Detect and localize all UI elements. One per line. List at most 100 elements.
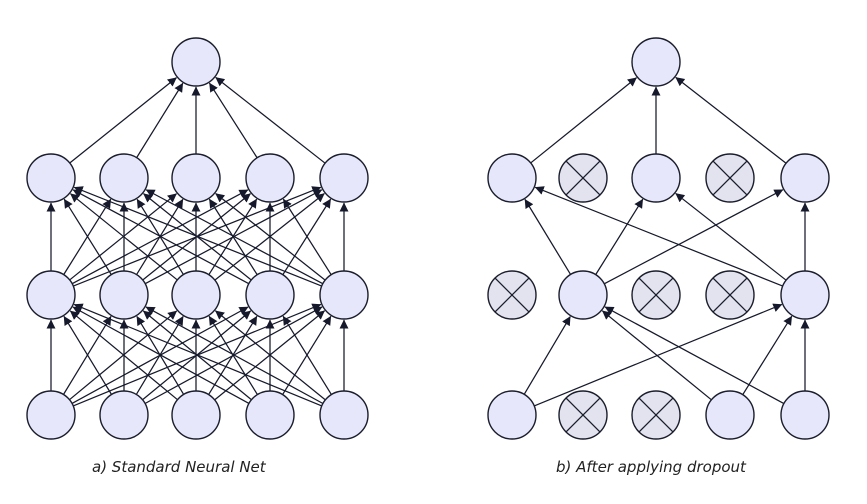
node-a-l2-n1	[99, 153, 149, 203]
cross-mark-icon	[565, 397, 601, 433]
node-b-l1-n1	[558, 270, 608, 320]
edge-b-l0n4-l1n1	[604, 306, 785, 405]
edge-a-l2n4-l3n0	[215, 76, 326, 164]
caption-standard-net: a) Standard Neural Net	[92, 458, 266, 476]
edge-a-l1n4-l2n0	[73, 186, 322, 287]
neuron-circle	[487, 153, 537, 203]
dropped-node-b-l1-n0	[487, 270, 537, 320]
node-a-l0-n3	[245, 390, 295, 440]
edge-b-l0n0-l1n4	[533, 303, 783, 407]
neuron-circle	[631, 153, 681, 203]
edge-a-l1n4-l2n1	[145, 189, 324, 285]
cross-mark-icon	[638, 397, 674, 433]
cross-mark-icon	[565, 160, 601, 196]
neuron-circle	[780, 390, 830, 440]
neuron-circle	[99, 270, 149, 320]
edge-a-l1n4-l2n2	[215, 193, 326, 281]
neuron-circle	[26, 153, 76, 203]
node-a-l1-n3	[245, 270, 295, 320]
edge-a-l1n1-l2n0	[63, 198, 112, 275]
neuron-circle	[171, 390, 221, 440]
edge-b-l0n3-l1n1	[601, 310, 712, 401]
neuron-circle	[171, 37, 221, 87]
node-b-l2-n0	[487, 153, 537, 203]
dropped-node-b-l0-n1	[558, 390, 608, 440]
neuron-circle	[99, 390, 149, 440]
edge-b-l1n4-l2n2	[675, 192, 787, 281]
edge-a-l0n3-l1n2	[208, 315, 258, 395]
edge-a-l0n4-l1n3	[282, 315, 332, 395]
node-b-l1-n4	[780, 270, 830, 320]
edge-b-l0n3-l1n4	[742, 315, 793, 395]
node-a-l1-n2	[171, 270, 221, 320]
edge-b-l1n1-l2n0	[524, 198, 572, 275]
neuron-circle	[171, 270, 221, 320]
neuron-circle	[99, 153, 149, 203]
edge-a-l0n3-l1n0	[72, 306, 250, 405]
cross-mark-icon	[494, 277, 530, 313]
neuron-circle	[171, 153, 221, 203]
dropped-node-b-l1-n2	[631, 270, 681, 320]
neuron-circle	[319, 153, 369, 203]
edge-a-l2n1-l3n0	[136, 82, 184, 158]
caption-dropout-net: b) After applying dropout	[556, 458, 746, 476]
edge-b-l2n0-l3n0	[530, 77, 637, 164]
node-a-l3-n0	[171, 37, 221, 87]
neuron-circle	[26, 270, 76, 320]
edge-a-l2n3-l3n0	[208, 82, 258, 159]
node-b-l2-n4	[780, 153, 830, 203]
node-a-l0-n2	[171, 390, 221, 440]
neuron-circle	[705, 390, 755, 440]
edge-a-l2n0-l3n0	[69, 77, 177, 164]
node-a-l0-n4	[319, 390, 369, 440]
dropped-node-b-l2-n1	[558, 153, 608, 203]
node-a-l1-n1	[99, 270, 149, 320]
node-b-l0-n3	[705, 390, 755, 440]
node-a-l0-n0	[26, 390, 76, 440]
dropped-node-b-l2-n3	[705, 153, 755, 203]
edge-a-l1n3-l2n0	[72, 189, 250, 285]
neuron-circle	[780, 153, 830, 203]
dropped-node-b-l1-n3	[705, 270, 755, 320]
edge-b-l1n4-l2n0	[534, 186, 783, 287]
node-b-l3-n0	[631, 37, 681, 87]
node-b-l0-n4	[780, 390, 830, 440]
neuron-circle	[26, 390, 76, 440]
nodes-layer	[26, 37, 830, 440]
edge-a-l0n4-l1n2	[215, 310, 326, 401]
node-a-l2-n4	[319, 153, 369, 203]
node-a-l1-n0	[26, 270, 76, 320]
neuron-circle	[245, 153, 295, 203]
neuron-circle	[558, 270, 608, 320]
dropped-node-b-l0-n2	[631, 390, 681, 440]
edge-b-l2n4-l3n0	[675, 76, 787, 164]
cross-mark-icon	[638, 277, 674, 313]
edge-a-l0n4-l1n1	[145, 306, 324, 405]
edge-a-l0n2-l1n0	[69, 310, 178, 401]
node-b-l0-n0	[487, 390, 537, 440]
edge-a-l1n4-l2n3	[282, 198, 332, 276]
edge-b-l1n1-l2n4	[603, 189, 784, 285]
node-a-l2-n0	[26, 153, 76, 203]
edge-b-l1n1-l2n2	[595, 198, 644, 275]
edge-a-l0n1-l1n0	[63, 315, 113, 395]
neuron-circle	[245, 270, 295, 320]
node-a-l0-n1	[99, 390, 149, 440]
neuron-circle	[319, 390, 369, 440]
neuron-circle	[780, 270, 830, 320]
neuron-circle	[245, 390, 295, 440]
node-b-l2-n2	[631, 153, 681, 203]
edge-a-l1n3-l2n2	[208, 198, 258, 276]
cross-mark-icon	[712, 277, 748, 313]
edge-a-l0n4-l1n0	[73, 303, 323, 407]
neuron-circle	[487, 390, 537, 440]
neuron-circle	[631, 37, 681, 87]
node-a-l1-n4	[319, 270, 369, 320]
node-a-l2-n3	[245, 153, 295, 203]
edge-a-l1n2-l2n0	[70, 193, 178, 281]
neuron-circle	[319, 270, 369, 320]
node-a-l2-n2	[171, 153, 221, 203]
cross-mark-icon	[712, 160, 748, 196]
edges-layer	[46, 76, 810, 407]
